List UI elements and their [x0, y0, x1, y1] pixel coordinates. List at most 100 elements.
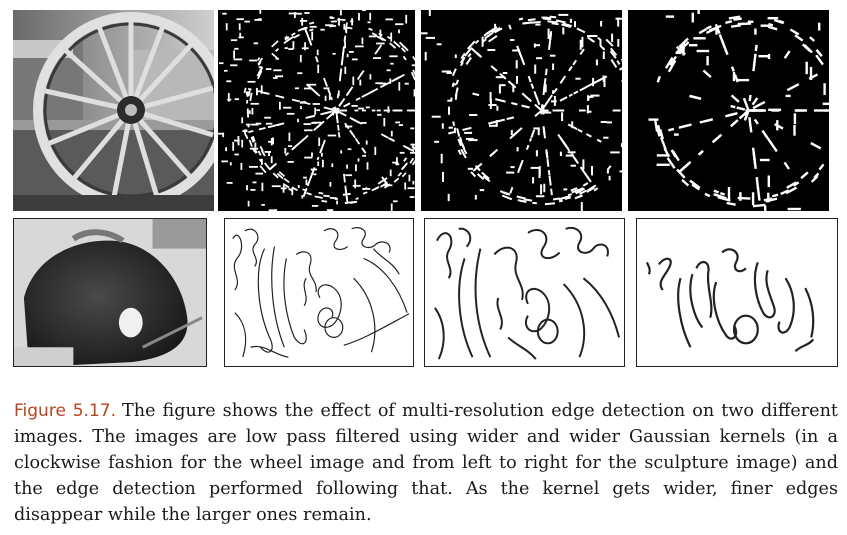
edge-dash: [713, 189, 720, 194]
edge-dash: [550, 188, 553, 196]
edge-dash: [322, 111, 329, 115]
edge-dash: [749, 125, 753, 133]
edge-dash: [705, 25, 712, 30]
edge-dash: [783, 50, 791, 59]
edge-dash: [252, 135, 256, 142]
edge-dash: [288, 187, 293, 192]
edge-dash: [568, 65, 573, 72]
edge-dash: [815, 54, 824, 66]
edge-dash: [316, 156, 320, 161]
edge-dash: [274, 55, 279, 60]
edge-dash: [315, 123, 322, 129]
edge-dash: [271, 52, 276, 57]
edge-dash: [482, 38, 487, 43]
edge-dash: [451, 68, 457, 77]
edge-dash: [506, 117, 512, 121]
edge-dash: [542, 126, 546, 133]
edge-dash: [517, 199, 527, 203]
edge-dash: [454, 87, 459, 97]
edge-dash: [275, 47, 280, 52]
edge-dash: [511, 129, 520, 138]
figure-label: Figure 5.17.: [14, 401, 116, 421]
edge-dash: [730, 119, 739, 128]
edge-dash: [567, 123, 578, 131]
edge-dash: [337, 132, 341, 138]
edge-dash: [815, 49, 823, 57]
edge-dash: [691, 183, 700, 191]
edge-dash: [730, 24, 741, 28]
edge-dash: [284, 35, 289, 40]
edge-dash: [778, 19, 785, 24]
wheel-photo: [13, 10, 214, 211]
edge-dash: [754, 44, 758, 52]
edge-dash: [800, 171, 809, 180]
edge-dash: [355, 97, 361, 101]
edge-dash: [452, 121, 455, 127]
edge-dash: [527, 75, 532, 83]
edge-dash: [461, 143, 466, 150]
edge-dash: [492, 27, 501, 33]
edge-dash: [670, 149, 677, 158]
edge-dash: [401, 172, 407, 178]
edge-dash: [558, 199, 563, 203]
edge-dash: [380, 133, 386, 138]
edge-dash: [482, 175, 491, 183]
edge-dash: [508, 24, 512, 30]
edge-dash: [377, 179, 385, 185]
edge-dash: [474, 39, 480, 45]
edge-dash: [243, 131, 247, 137]
edge-dash: [681, 179, 690, 187]
edge-dash: [455, 79, 459, 85]
wheel-edges-medium: [421, 10, 622, 211]
edge-dash: [462, 148, 468, 155]
edge-dash: [659, 137, 667, 150]
edge-dash: [743, 112, 749, 121]
edge-dash: [341, 112, 347, 117]
edge-dash: [699, 118, 714, 124]
edge-dash: [247, 90, 251, 97]
edge-dash: [534, 110, 542, 118]
edge-dash: [568, 93, 573, 97]
edge-dash: [748, 94, 752, 102]
edge-dash: [457, 138, 462, 147]
edge-dash: [356, 140, 361, 145]
edge-dash: [462, 126, 472, 131]
edge-dash: [248, 139, 253, 147]
edge-dash: [496, 118, 506, 123]
edge-dash: [591, 78, 602, 86]
edge-dash: [264, 91, 270, 95]
figure-caption-text: The figure shows the effect of multi-res…: [14, 401, 838, 525]
edge-dash: [259, 165, 267, 174]
edge-dash: [507, 80, 514, 86]
edge-dash: [303, 134, 309, 140]
edge-dash: [345, 124, 350, 130]
edge-dash: [723, 45, 729, 56]
edge-dash: [733, 17, 742, 21]
edge-dash: [371, 186, 380, 192]
edge-dash: [669, 55, 677, 66]
edge-dash: [511, 102, 518, 106]
edge-dash: [533, 90, 538, 99]
sculpture-photo: [13, 218, 207, 367]
edge-dash: [283, 177, 290, 184]
edge-dash: [306, 114, 316, 119]
edge-dash: [752, 100, 766, 110]
edge-dash: [768, 23, 774, 27]
edge-dash: [389, 42, 397, 49]
edge-dash: [284, 36, 290, 41]
edge-dash: [381, 176, 388, 184]
edge-dash: [813, 172, 820, 179]
edge-dash: [605, 38, 614, 47]
edge-dash: [818, 163, 825, 171]
edge-dash: [730, 94, 740, 103]
edge-dash: [338, 101, 343, 107]
edge-dash: [467, 52, 472, 58]
edge-dash: [322, 139, 326, 144]
edge-dash: [702, 69, 712, 79]
edge-dash: [375, 35, 385, 42]
wheel-edges-coarse: [628, 10, 829, 211]
edge-dash: [549, 15, 557, 19]
edge-dash: [318, 191, 324, 195]
edge-dash: [525, 144, 530, 150]
edge-dash: [257, 57, 261, 61]
